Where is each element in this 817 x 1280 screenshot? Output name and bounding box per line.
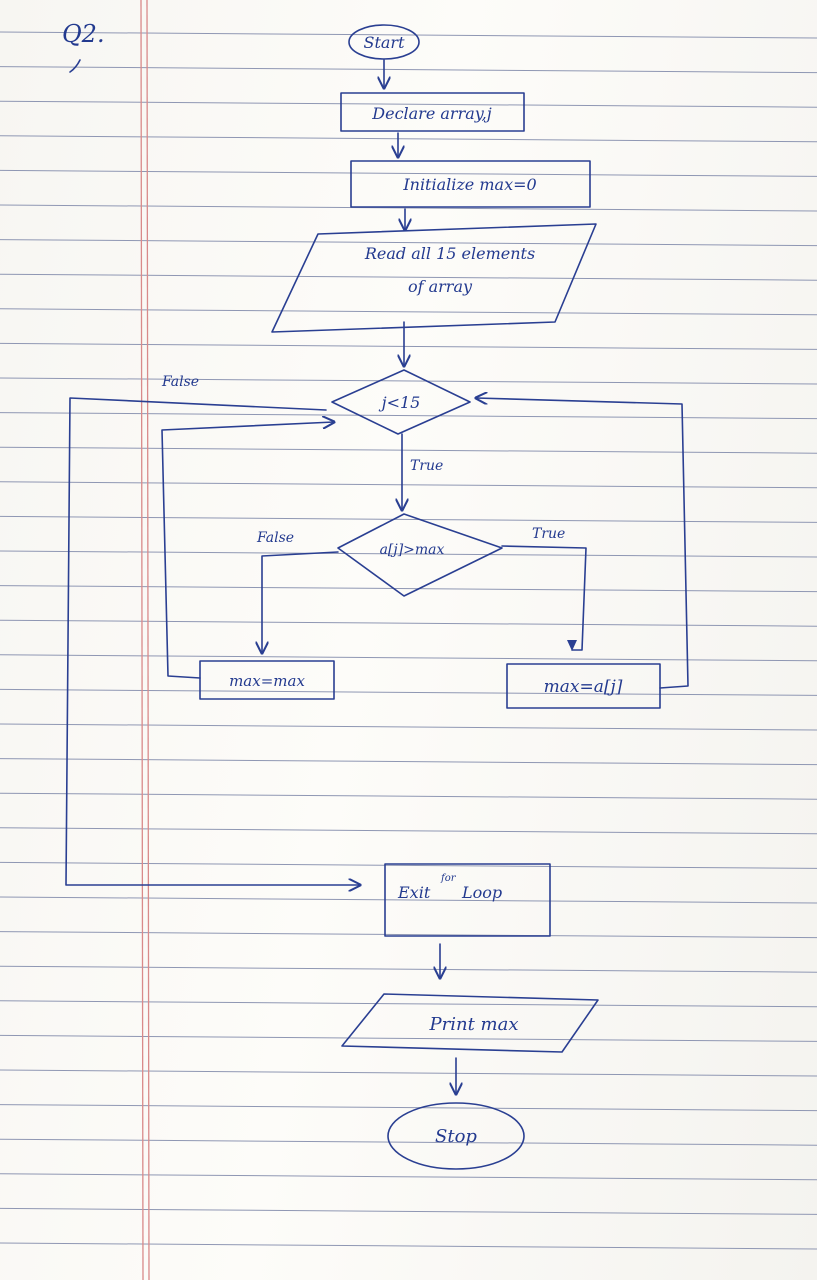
arrow-compare-true-head: [567, 640, 577, 651]
rule-line: [0, 204, 817, 212]
rule-line: [0, 446, 817, 454]
question-mark-stroke: [69, 59, 81, 73]
arrow-loopback-right: [476, 398, 689, 689]
rule-line: [0, 896, 817, 904]
arrow-loopback-left: [161, 422, 334, 679]
rule-line: [0, 169, 817, 177]
rule-line: [0, 758, 817, 766]
stop-label: Stop: [435, 1126, 477, 1147]
question-number: Q2.: [62, 20, 105, 48]
rule-line: [0, 688, 817, 696]
rule-line: [0, 412, 817, 420]
exit-loop-loop-word: Loop: [461, 883, 502, 902]
rule-line: [0, 723, 817, 731]
margin-line: [146, 0, 150, 1280]
rule-line: [0, 31, 817, 39]
arrow-loop-false-exit: [65, 397, 360, 885]
print-output-parallelogram: Print max: [341, 993, 599, 1053]
declare-label: Declare array,j: [371, 104, 491, 123]
rule-line: [0, 66, 817, 74]
declare-box: Declare array,j: [340, 92, 525, 132]
loop-false-label: False: [161, 374, 199, 390]
rule-line: [0, 239, 817, 247]
rule-line: [0, 1104, 817, 1112]
start-terminal: Start: [348, 24, 420, 60]
rule-line: [0, 100, 817, 108]
rule-line: [0, 1034, 817, 1042]
rule-line: [0, 1069, 817, 1077]
arrow-compare-false: [262, 551, 339, 653]
exit-loop-box: Exit for Loop: [384, 863, 551, 937]
exit-loop-word: Exit: [397, 883, 431, 902]
rule-line: [0, 654, 817, 662]
exit-loop-superscript: for: [440, 873, 457, 884]
rule-line: [0, 515, 817, 523]
rule-line: [0, 931, 817, 939]
rule-line: [0, 827, 817, 835]
assign-max-max-box: max=max: [199, 660, 335, 700]
compare-true-label: True: [532, 526, 565, 542]
initialize-box: Initialize max=0: [350, 160, 591, 208]
read-input-parallelogram: Read all 15 elements of array: [271, 223, 597, 333]
rule-line: [0, 861, 817, 869]
rule-line: [0, 273, 817, 281]
rule-line: [0, 1000, 817, 1008]
rule-line: [0, 1138, 817, 1146]
margin-line: [140, 0, 144, 1280]
rule-line: [0, 481, 817, 489]
compare-condition-diamond: a[j]>max: [337, 513, 503, 597]
assign-max-aj-box: max=a[j]: [506, 663, 661, 709]
rule-line: [0, 377, 817, 385]
initialize-label: Initialize max=0: [402, 175, 536, 194]
rule-line: [0, 135, 817, 143]
rule-line: [0, 619, 817, 627]
rule-line: [0, 550, 817, 558]
rule-line: [0, 1173, 817, 1181]
rule-line: [0, 342, 817, 350]
loop-condition-label: j<15: [379, 393, 421, 412]
rule-line: [0, 965, 817, 973]
read-label-line2: of array: [408, 277, 473, 296]
rule-line: [0, 792, 817, 800]
compare-false-label: False: [256, 530, 294, 546]
stop-terminal: Stop: [387, 1102, 525, 1170]
read-label-line1: Read all 15 elements: [364, 244, 535, 263]
start-label: Start: [363, 33, 405, 52]
rule-line: [0, 585, 817, 593]
rule-line: [0, 1242, 817, 1250]
compare-condition-label: a[j]>max: [380, 542, 445, 558]
print-label: Print max: [429, 1014, 519, 1035]
assign-max-aj-label: max=a[j]: [544, 677, 623, 697]
assign-max-max-label: max=max: [229, 672, 305, 690]
rule-line: [0, 1207, 817, 1215]
arrow-compare-true: [501, 545, 587, 651]
loop-condition-diamond: j<15: [331, 369, 471, 435]
rule-line: [0, 308, 817, 316]
loop-true-label: True: [410, 458, 443, 474]
